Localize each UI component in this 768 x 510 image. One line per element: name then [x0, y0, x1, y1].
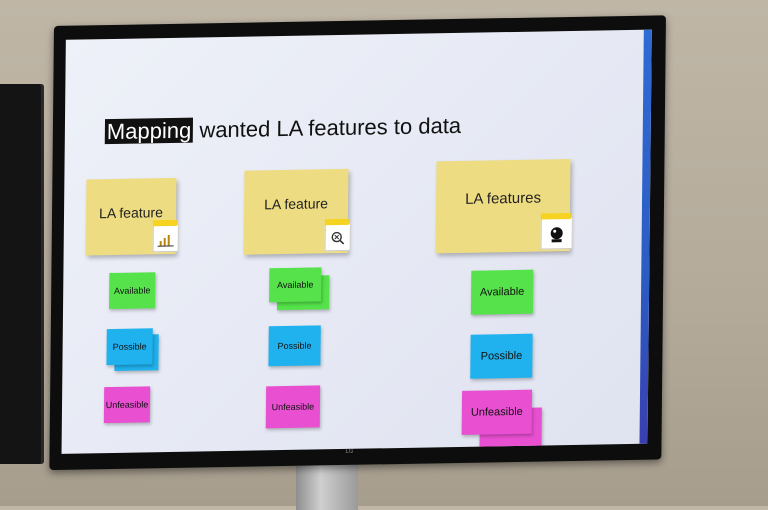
feature-label: LA features — [436, 189, 570, 208]
feature-label: LA feature — [86, 204, 176, 222]
possible-note-3: Possible — [470, 334, 532, 379]
feature-note-1: LA feature — [86, 178, 177, 256]
bar-chart-icon — [153, 224, 179, 252]
slide-title: Mapping wanted LA features to data — [105, 113, 462, 145]
possible-note-1: Possible — [106, 328, 152, 365]
available-note-3: Available — [471, 270, 533, 315]
unfeasible-note-2: Unfeasible — [266, 385, 320, 428]
available-note-1: Available — [109, 272, 155, 309]
slide-accent-bar — [639, 30, 651, 444]
crystal-ball-icon — [541, 217, 573, 250]
magnifier-icon — [325, 223, 351, 251]
unfeasible-note-1: Unfeasible — [104, 386, 150, 423]
unfeasible-note-3: Unfeasible — [462, 390, 532, 435]
feature-note-3: LA features — [436, 159, 571, 253]
available-note-2: Available — [269, 267, 321, 302]
adjacent-monitor — [0, 84, 44, 464]
feature-label: LA feature — [244, 195, 348, 213]
possible-note-2: Possible — [268, 325, 320, 366]
title-highlight: Mapping — [105, 118, 194, 145]
feature-note-2: LA feature — [244, 169, 349, 255]
presentation-slide: Mapping wanted LA features to data LA fe… — [62, 30, 652, 454]
tv-display: Mapping wanted LA features to data LA fe… — [49, 15, 666, 470]
title-text: wanted LA features to data — [199, 113, 461, 143]
tv-logo: LG — [345, 449, 353, 455]
